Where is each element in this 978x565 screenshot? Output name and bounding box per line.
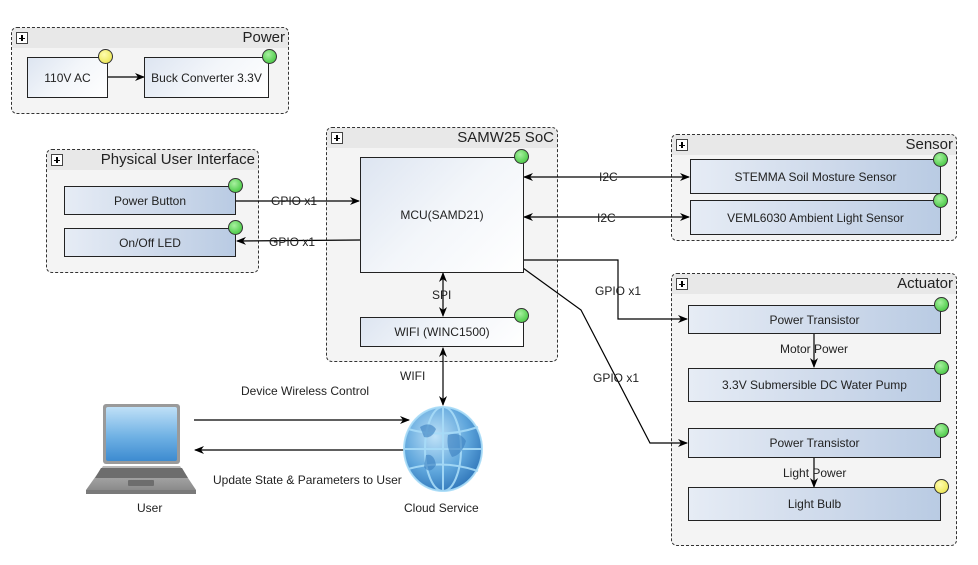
group-title: Actuator — [897, 275, 953, 292]
status-indicator-green — [514, 308, 529, 323]
laptop-icon[interactable] — [85, 404, 197, 496]
group-title: Physical User Interface — [100, 151, 255, 168]
expand-icon[interactable] — [676, 139, 688, 151]
node-label: Buck Converter 3.3V — [151, 70, 262, 85]
label-light-i2c: I2C — [597, 211, 616, 225]
status-indicator-yellow — [98, 49, 113, 64]
group-header — [47, 150, 258, 170]
node-power-button[interactable]: Power Button — [64, 186, 236, 215]
label-light-power: Light Power — [783, 466, 847, 480]
node-buck-converter[interactable]: Buck Converter 3.3V — [144, 57, 269, 98]
globe-icon[interactable] — [402, 405, 484, 493]
wire-mcu-to-light-transistor — [522, 267, 688, 447]
node-label: MCU(SAMD21) — [400, 208, 484, 222]
status-indicator-green — [934, 423, 949, 438]
wire-mcu-to-pump-transistor — [523, 259, 688, 323]
group-header — [12, 28, 288, 48]
group-title: Power — [242, 29, 285, 46]
label-power-button-gpio: GPIO x1 — [271, 194, 318, 208]
label-soil-i2c: I2C — [599, 170, 618, 184]
status-indicator-green — [934, 297, 949, 312]
node-veml6030-light-sensor[interactable]: VEML6030 Ambient Light Sensor — [690, 200, 941, 235]
node-110v-ac[interactable]: 110V AC — [27, 57, 108, 98]
status-indicator-green — [934, 360, 949, 375]
label-motor-power: Motor Power — [780, 342, 849, 356]
node-label: Power Transistor — [769, 312, 860, 327]
node-label: Power Transistor — [769, 436, 860, 450]
node-on-off-led[interactable]: On/Off LED — [64, 228, 236, 257]
label-cloud-service: Cloud Service — [404, 501, 479, 515]
label-update-state: Update State & Parameters to User — [213, 473, 402, 487]
wire-mcu-to-led — [236, 236, 361, 245]
status-indicator-green — [228, 220, 243, 235]
node-label: WIFI (WINC1500) — [394, 325, 490, 339]
status-indicator-green — [933, 152, 948, 167]
group-title: Sensor — [905, 136, 953, 153]
status-indicator-green — [262, 49, 277, 64]
node-label: Light Bulb — [787, 497, 842, 511]
node-mcu-samd21[interactable]: MCU(SAMD21) — [360, 157, 524, 273]
group-header — [672, 135, 956, 155]
node-label: STEMMA Soil Mosture Sensor — [734, 169, 897, 184]
expand-icon[interactable] — [676, 278, 688, 290]
node-label: VEML6030 Ambient Light Sensor — [727, 210, 904, 225]
label-device-control: Device Wireless Control — [241, 384, 370, 398]
node-power-transistor-pump[interactable]: Power Transistor — [688, 305, 941, 334]
node-label: 110V AC — [44, 70, 91, 85]
node-wifi-winc1500[interactable]: WIFI (WINC1500) — [360, 317, 524, 347]
node-stemma-soil-sensor[interactable]: STEMMA Soil Mosture Sensor — [690, 159, 941, 194]
status-indicator-yellow — [934, 479, 949, 494]
expand-icon[interactable] — [51, 154, 63, 166]
group-header — [327, 128, 557, 148]
label-wifi: WIFI — [400, 369, 426, 383]
label-user: User — [137, 501, 163, 515]
group-header — [672, 274, 956, 294]
expand-icon[interactable] — [16, 32, 28, 44]
status-indicator-green — [514, 149, 529, 164]
node-power-transistor-light[interactable]: Power Transistor — [688, 428, 941, 458]
node-label: Power Button — [113, 193, 187, 208]
node-light-bulb[interactable]: Light Bulb — [688, 487, 941, 521]
label-pump-gpio: GPIO x1 — [595, 284, 642, 298]
expand-icon[interactable] — [331, 132, 343, 144]
node-label: On/Off LED — [119, 235, 181, 250]
node-water-pump[interactable]: 3.3V Submersible DC Water Pump — [688, 368, 941, 402]
group-title: SAMW25 SoC — [457, 129, 554, 146]
label-light-gpio: GPIO x1 — [593, 371, 640, 385]
label-spi: SPI — [432, 288, 452, 302]
label-led-gpio: GPIO x1 — [269, 235, 316, 249]
status-indicator-green — [933, 193, 948, 208]
status-indicator-green — [228, 178, 243, 193]
node-label: 3.3V Submersible DC Water Pump — [722, 378, 907, 392]
